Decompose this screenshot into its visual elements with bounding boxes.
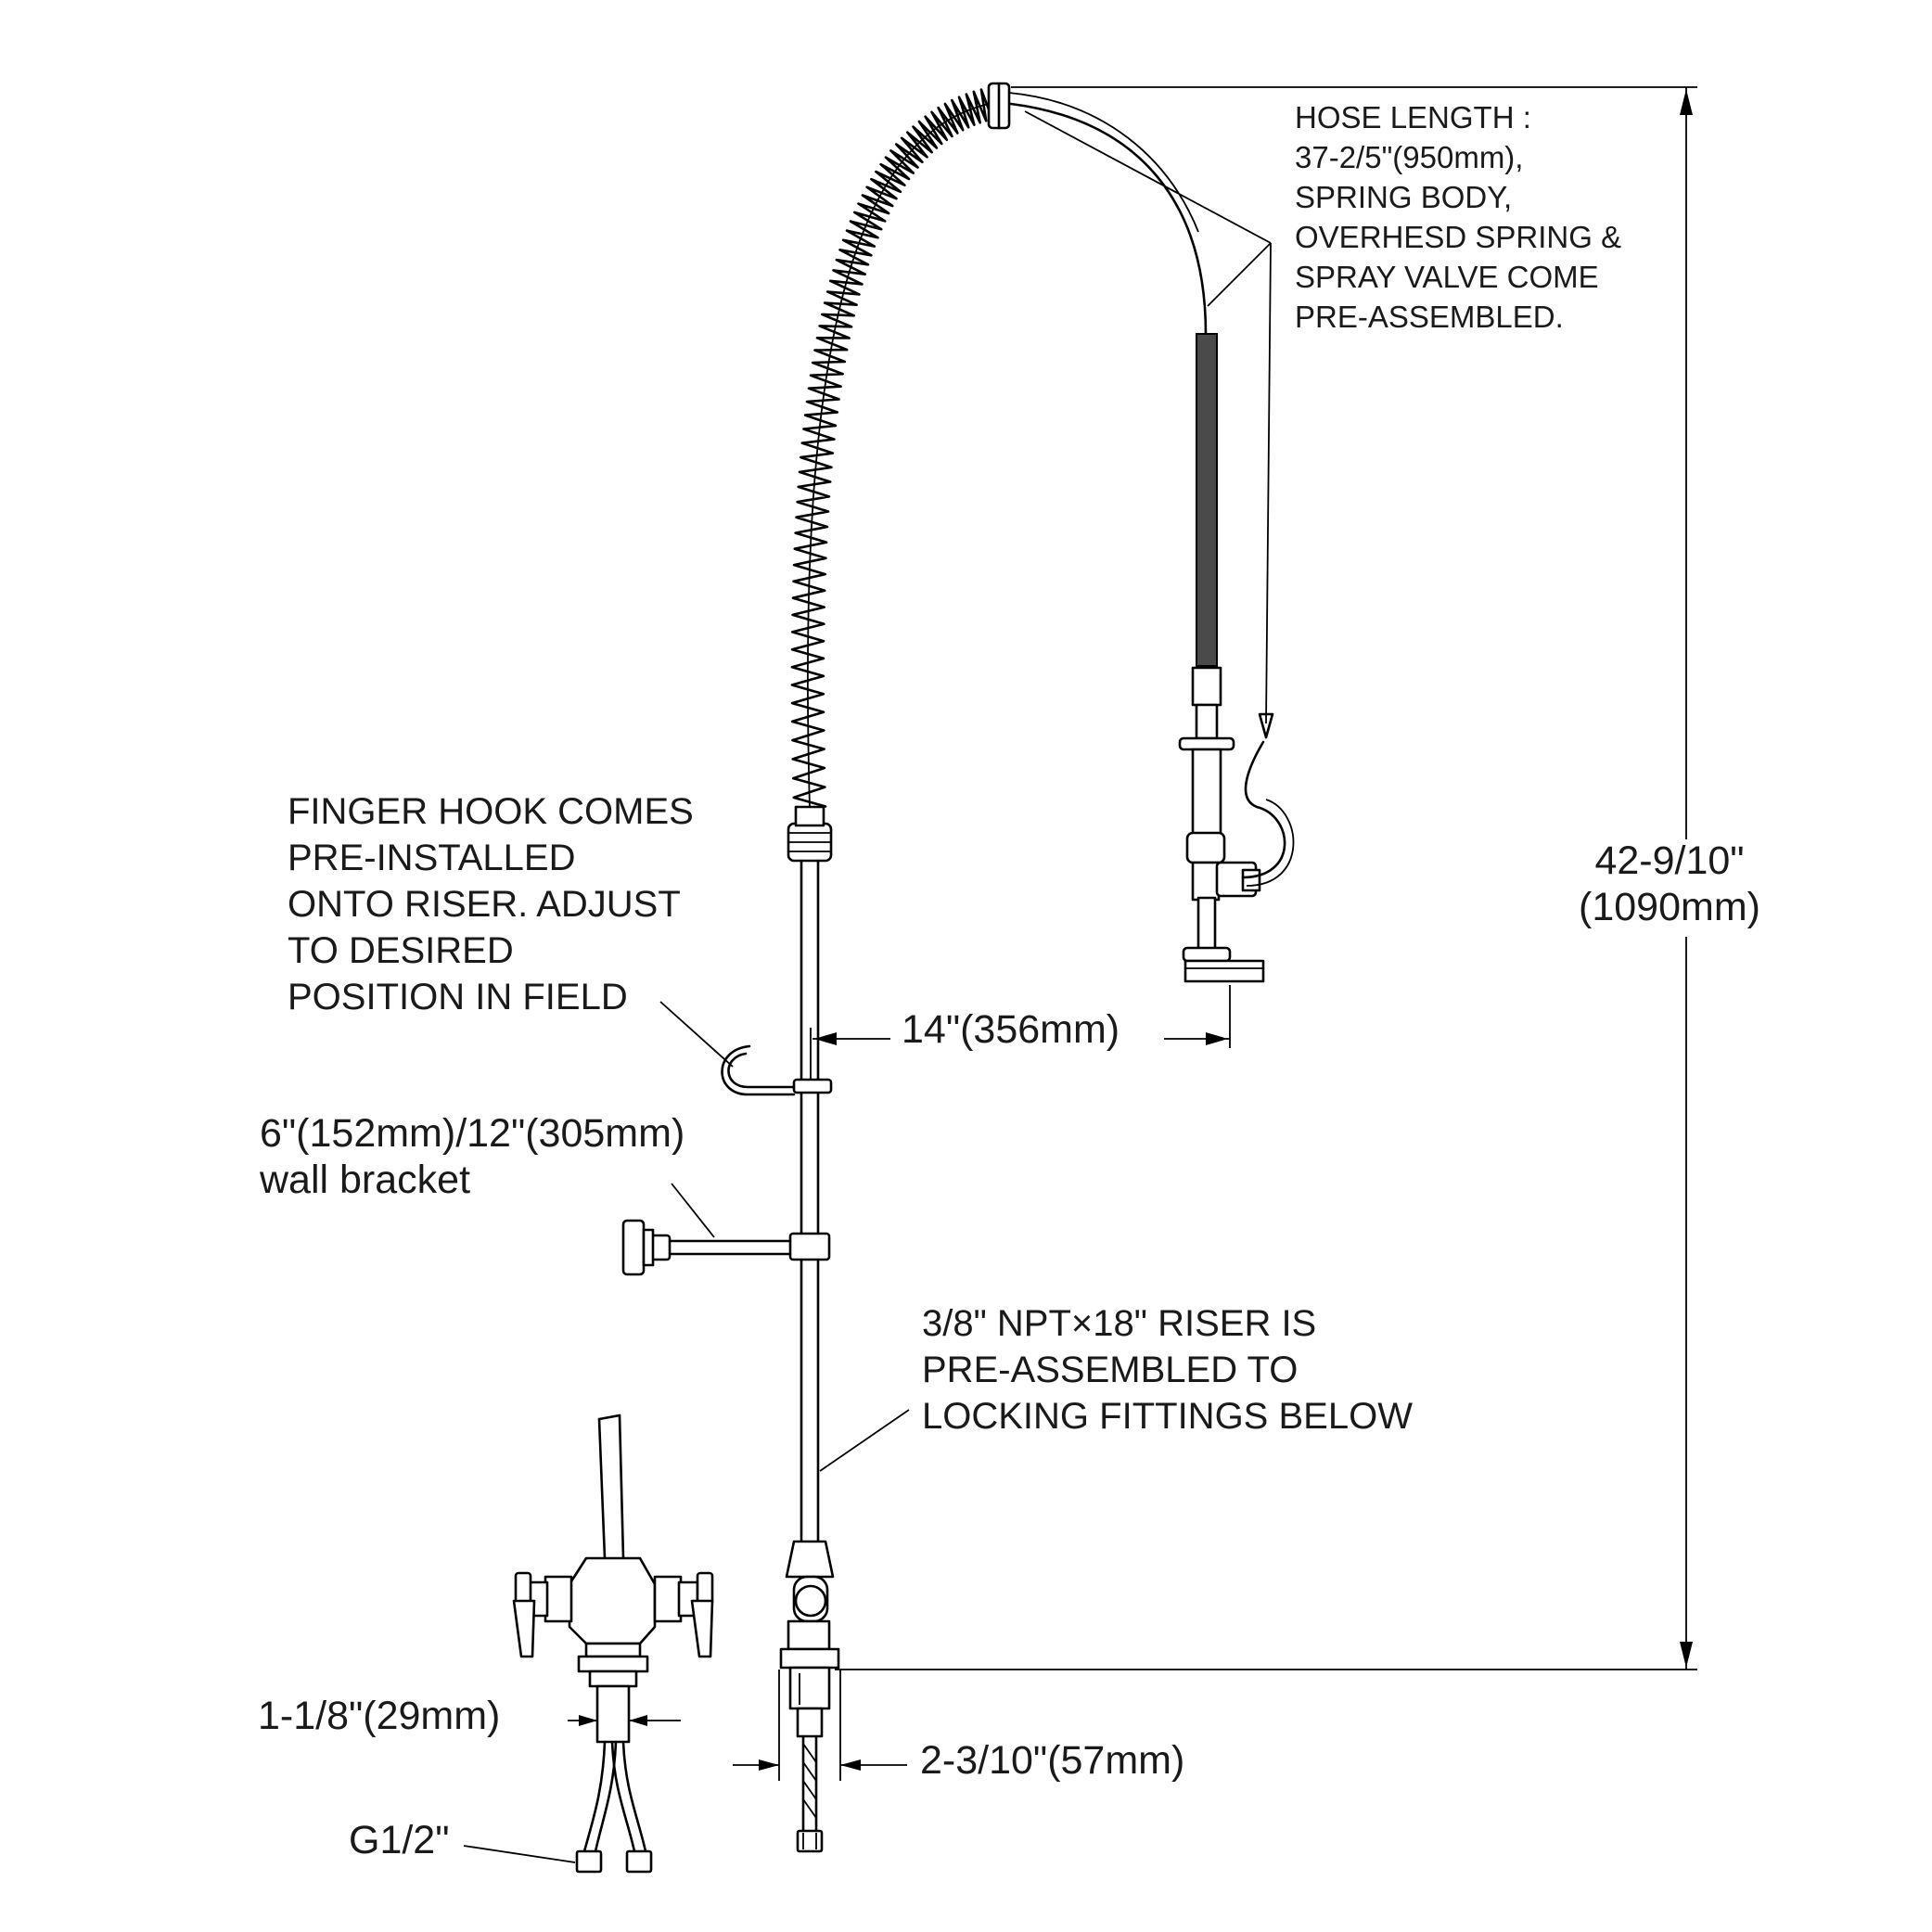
height-dimension [835,86,1697,1670]
shank-label: 1-1/8"(29mm) [258,1694,500,1738]
thread-leader [463,1845,576,1863]
finger-hook-leader [659,1001,734,1068]
riser-base-fitting [779,1540,840,1853]
finger-hook-note-line: PRE-INSTALLED [288,838,575,878]
wall-bracket-leader [671,1183,715,1238]
reach-dimension [812,985,1231,1048]
shank-dimension [568,1715,681,1726]
wall-bracket-note: 6"(152mm)/12"(305mm) wall bracket [259,1111,685,1202]
finger-hook [721,1044,796,1096]
overhead-spring [787,82,1011,863]
finger-hook-note: FINGER HOOK COMES PRE-INSTALLED ONTO RIS… [288,791,694,1017]
hose-note-line: SPRING BODY, [1295,180,1512,214]
spray-valve [1178,666,1295,983]
wall-bracket-note-line: 6"(152mm)/12"(305mm) [260,1111,685,1156]
thread-label: G1/2" [349,1818,450,1862]
riser-base-label: 2-3/10"(57mm) [920,1738,1184,1783]
deck-faucet [512,1414,714,1874]
hose-note-line: OVERHESD SPRING & [1295,220,1621,254]
riser-note: 3/8" NPT×18" RISER IS PRE-ASSEMBLED TO L… [922,1303,1413,1437]
height-label: 42-9/10" [1594,838,1744,883]
hose-note-line: 37-2/5"(950mm), [1295,140,1523,174]
finger-hook-note-line: POSITION IN FIELD [288,977,628,1017]
height-mm-label: (1090mm) [1579,885,1760,929]
hose-length-note: HOSE LENGTH : 37-2/5"(950mm), SPRING BOD… [1295,100,1621,334]
riser-note-line: LOCKING FITTINGS BELOW [922,1396,1413,1437]
finger-hook-note-line: FINGER HOOK COMES [288,791,694,832]
riser-note-line: 3/8" NPT×18" RISER IS [922,1303,1316,1344]
riser-pipe [788,859,833,1543]
hose-note-line: HOSE LENGTH : [1295,100,1531,134]
reach-label: 14"(356mm) [902,1007,1120,1052]
hose-note-line: PRE-ASSEMBLED. [1295,300,1564,334]
spray-hose [1008,92,1274,739]
hose-note-line: SPRAY VALVE COME [1295,260,1599,294]
wall-bracket-note-line: wall bracket [259,1158,470,1202]
wall-bracket [621,1219,792,1276]
riser-leader [819,1409,910,1472]
finger-hook-note-line: TO DESIRED [288,930,514,971]
riser-note-line: PRE-ASSEMBLED TO [922,1350,1298,1390]
riser-base-dimension [733,1670,907,1781]
finger-hook-note-line: ONTO RISER. ADJUST [288,884,681,925]
